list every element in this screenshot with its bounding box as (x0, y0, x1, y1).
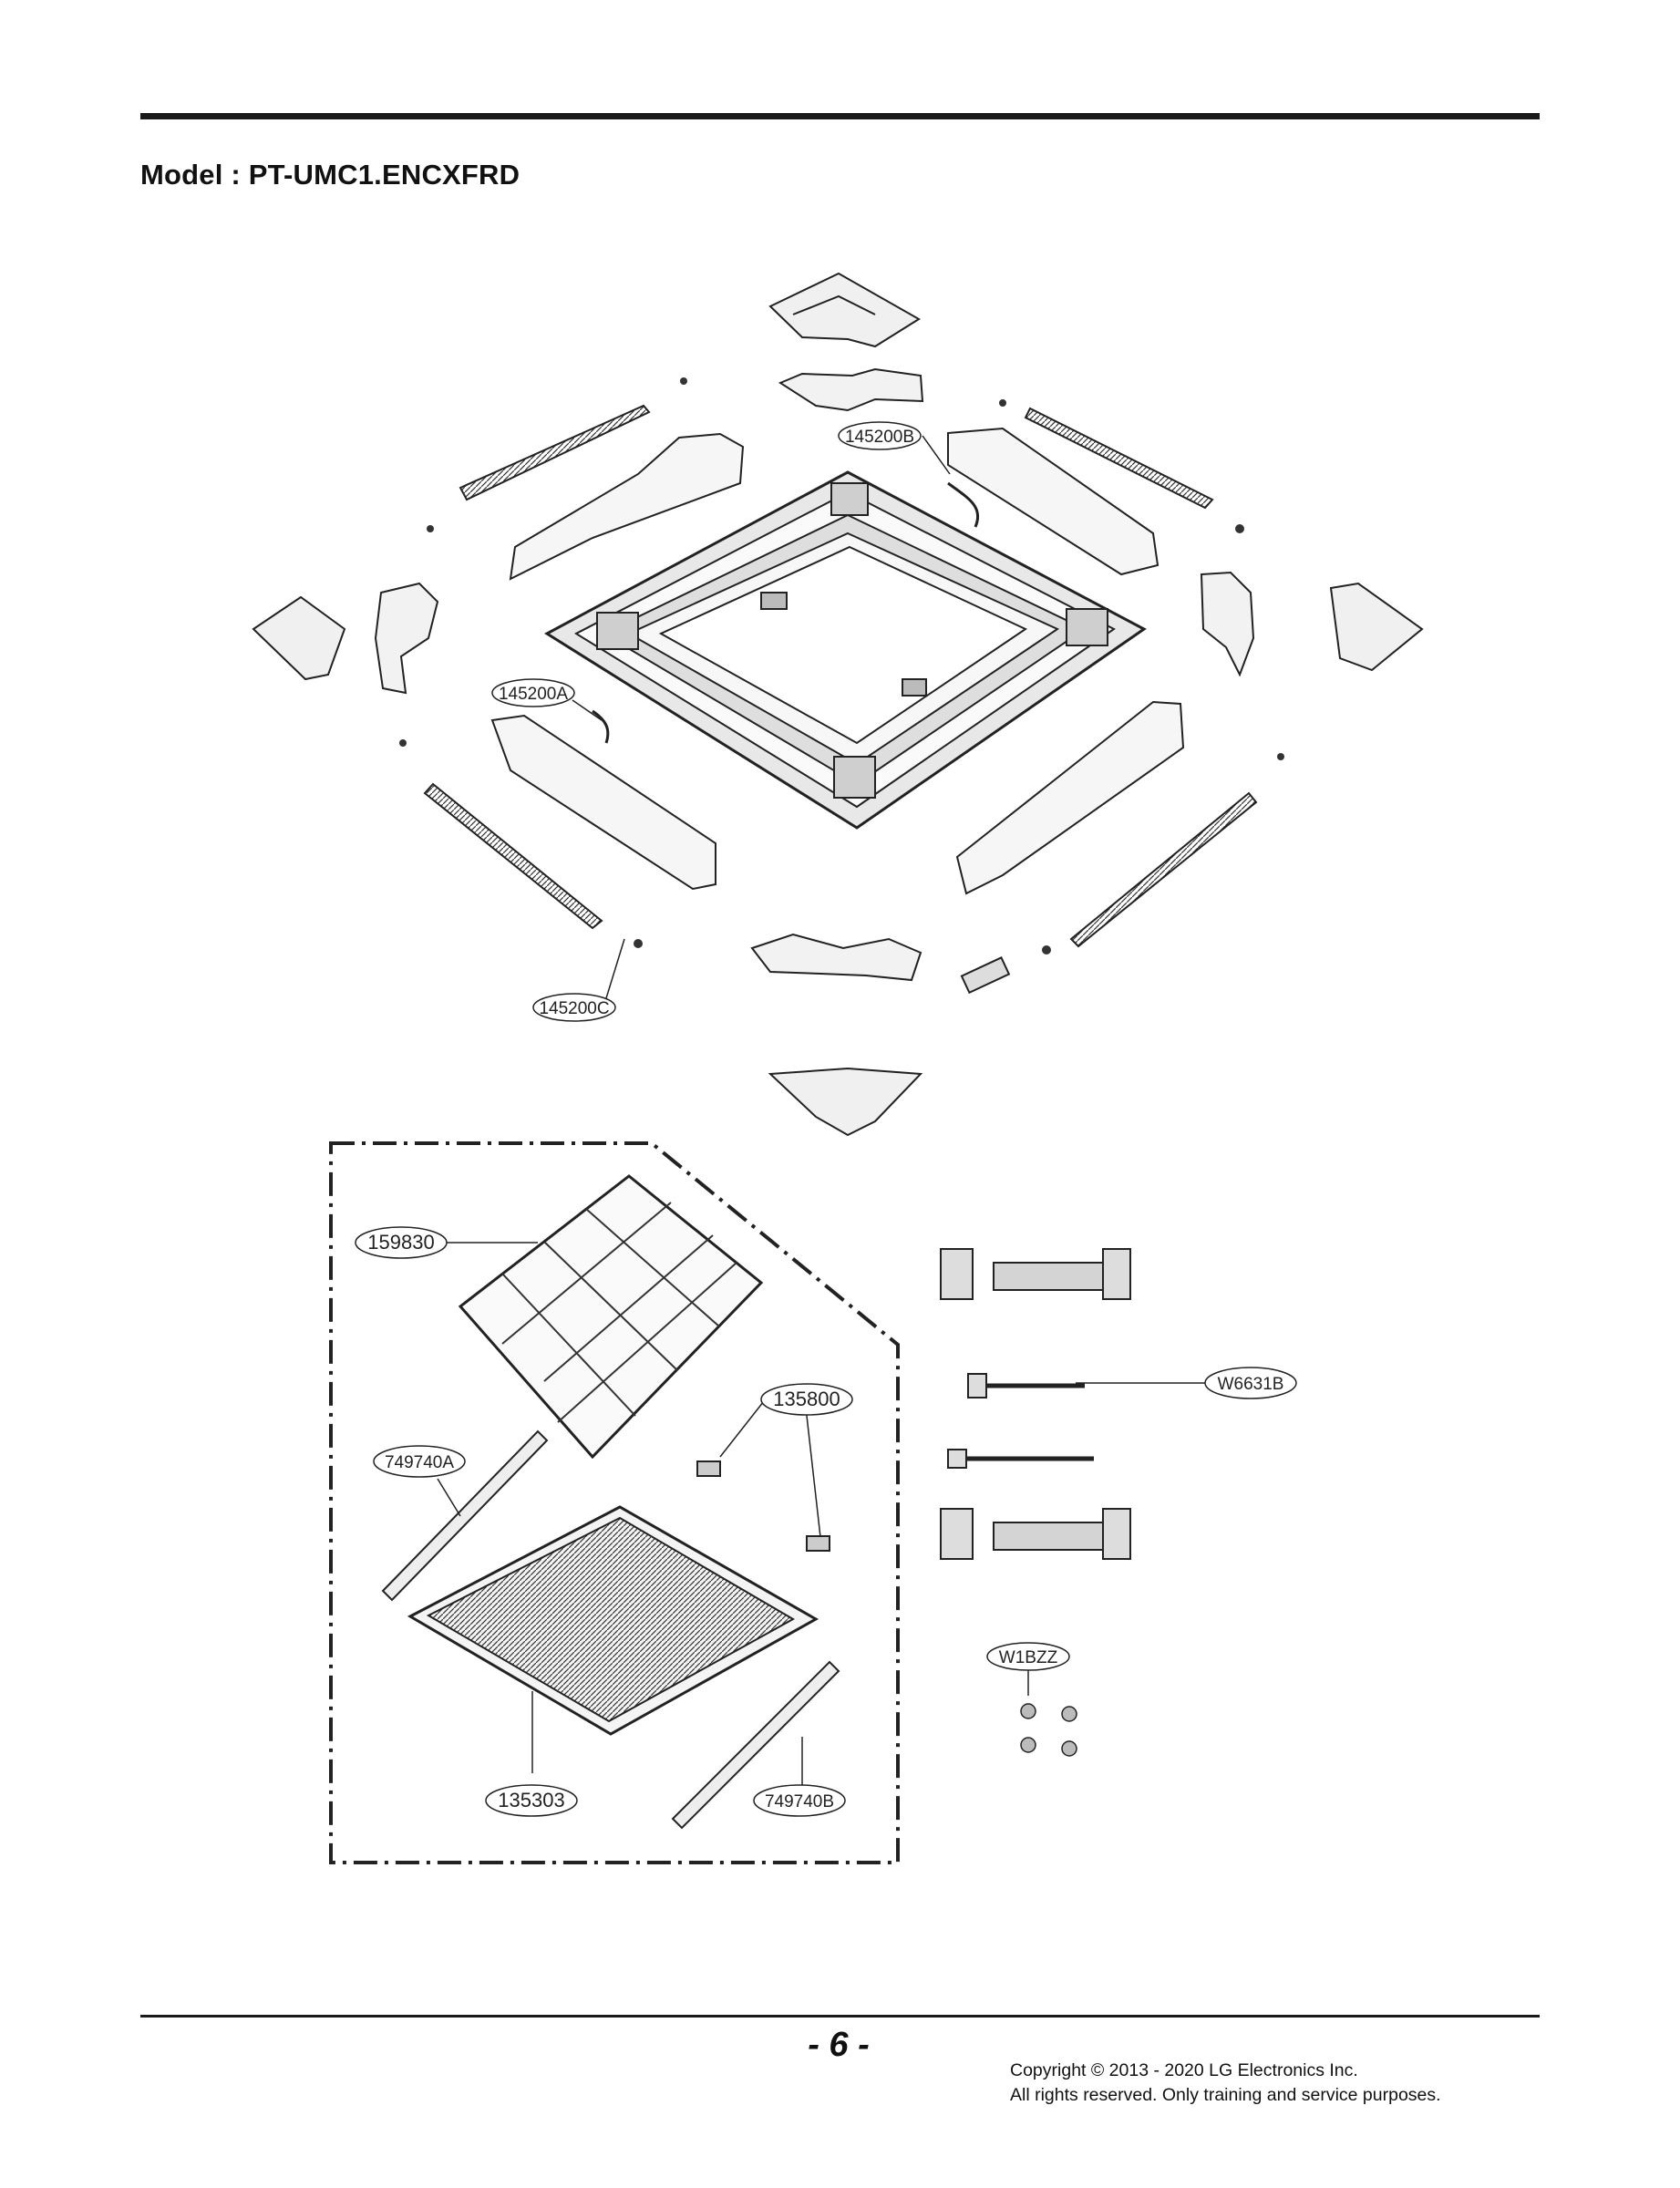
filter-kit-parts (381, 1174, 840, 1830)
copyright-line-2: All rights reserved. Only training and s… (1010, 2085, 1441, 2105)
callout-W1BZZ: W1BZZ (999, 1648, 1058, 1667)
callout-159830: 159830 (367, 1231, 434, 1254)
filter-kit-boundary (329, 1141, 900, 1864)
callout-135800: 135800 (773, 1388, 840, 1410)
callout-W6631B: W6631B (1218, 1375, 1284, 1394)
screws-w1bzz (1020, 1703, 1077, 1757)
wire-harnesses (940, 1248, 1131, 1560)
copyright-line-1: Copyright © 2013 - 2020 LG Electronics I… (1010, 2060, 1358, 2080)
top-rule (140, 113, 1540, 119)
grille-frame-assembly (252, 272, 1424, 1137)
bottom-rule (140, 2015, 1540, 2018)
screw-dots (399, 377, 1284, 955)
callout-145200C: 145200C (539, 999, 609, 1018)
callout-749740B: 749740B (765, 1792, 834, 1811)
page-title: Model : PT-UMC1.ENCXFRD (140, 159, 520, 191)
leader-lines (437, 435, 1205, 1785)
callout-135303: 135303 (498, 1789, 564, 1811)
copyright-notice: Copyright © 2013 - 2020 LG Electronics I… (1010, 2059, 1441, 2108)
page-number: - 6 - (808, 2026, 870, 2064)
callout-145200A: 145200A (499, 685, 568, 704)
callout-145200B: 145200B (845, 428, 914, 447)
callout-749740A: 749740A (385, 1453, 454, 1472)
